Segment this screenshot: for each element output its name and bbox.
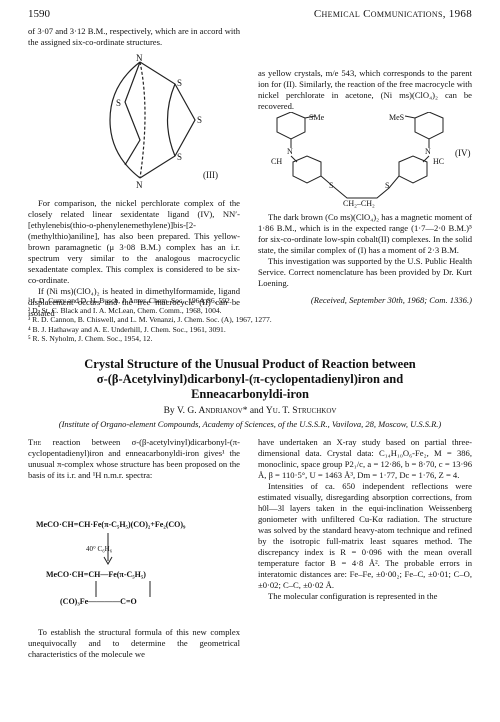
paragraph: The reaction between σ-(β-acetylvinyl)di… [28, 437, 240, 481]
equation-product-top: MeCO·CH=CH—Fe(π-C₅H₅) [46, 570, 146, 579]
reference-item: ⁵ R. S. Nyholm, J. Chem. Soc., 1954, 12. [28, 334, 153, 344]
reference-item: ³ R. D. Cannon, B. Chiswell, and L. M. V… [28, 315, 272, 325]
atom-label: CH [271, 157, 282, 166]
page-header: 1590 Chemical Communications, 1968 [28, 8, 472, 22]
atom-label: S [177, 78, 182, 88]
upper-right-column: as yellow crystals, m/e 543, which corre… [258, 68, 472, 112]
atom-label: SMe [309, 113, 325, 122]
author-name: V. G. Andrianov* [177, 406, 248, 416]
atom-label: N [287, 147, 293, 156]
paragraph: For comparison, the nickel perchlorate c… [28, 198, 240, 285]
reference-list: ¹ J. D. Curry and D. H. Busch, J. Amer. … [28, 296, 472, 344]
paragraph: of 3·07 and 3·12 B.M., respectively, whi… [28, 26, 240, 47]
page-number: 1590 [28, 8, 50, 20]
reaction-conditions: 40° C₆H₆ [86, 545, 113, 553]
title-line: Crystal Structure of the Unusual Product… [84, 357, 416, 371]
lower-right-column: have undertaken an X-ray study based on … [258, 437, 472, 602]
atom-label: N [136, 53, 143, 63]
atom-label: N [425, 147, 431, 156]
title-line: Enneacarbonyldi-iron [191, 387, 309, 401]
atom-label: MeS [389, 113, 404, 122]
lower-left-column-cont: To establish the structural formula of t… [28, 627, 240, 660]
structure-label-iv: (IV) [455, 148, 471, 158]
lower-left-column: The reaction between σ-(β-acetylvinyl)di… [28, 437, 240, 481]
equation-product-bottom: (CO)₃Fe————C=O [60, 597, 137, 606]
institution: (Institute of Organo-element Compounds, … [58, 419, 442, 429]
paragraph: The dark brown (Co ms)(ClO₄)₂ has a magn… [258, 212, 472, 255]
atom-label: N [136, 180, 143, 190]
authors-conjunction: and [249, 406, 264, 416]
paragraph: have undertaken an X-ray study based on … [258, 437, 472, 480]
paragraph: The molecular configuration is represent… [268, 591, 438, 601]
author-name: Yu. T. Struchkov [265, 406, 337, 416]
upper-right-column-cont: The dark brown (Co ms)(ClO₄)₂ has a magn… [258, 212, 472, 306]
atom-label: S [197, 115, 202, 125]
paragraph: as yellow crystals, m/e 543, which corre… [258, 68, 472, 111]
intro-text: reaction between σ-(β-acetylvinyl)dicarb… [28, 437, 240, 480]
structure-iii: N S S S S N [109, 53, 202, 190]
reference-item: ⁴ B. J. Hathaway and A. E. Underhill, J.… [28, 324, 226, 334]
equation-reactants: MeCO·CH=CH·Fe(π-C₅H₅)(CO)₂+Fe₂(CO)₉ [36, 520, 186, 529]
received-date: (Received, September 30th, 1968; Com. 13… [310, 295, 472, 305]
authors-prefix: By [163, 406, 175, 416]
product-bonds [95, 581, 151, 597]
journal-name: Chemical Communications, 1968 [313, 8, 472, 20]
atom-label: S [329, 181, 333, 190]
atom-label: S [116, 98, 121, 108]
atom-label: S [385, 181, 389, 190]
paragraph: To establish the structural formula of t… [28, 627, 240, 659]
paragraph: If (Ni ms)(ClO₄)₂ is heated in dimethylf… [28, 286, 240, 318]
author-line: By V. G. Andrianov* and Yu. T. Struchkov [28, 406, 472, 416]
reaction-arrow [103, 533, 113, 566]
structure-label-iii: (III) [203, 170, 218, 180]
reference-item: ² D. St. C. Black and I. A. McLean, Chem… [28, 305, 222, 315]
atom-label: CH₂–CH₂ [343, 199, 375, 208]
paragraph: Intensities of ca. 650 independent refle… [258, 481, 472, 590]
upper-left-column-cont: For comparison, the nickel perchlorate c… [28, 198, 240, 319]
article-title: Crystal Structure of the Unusual Product… [28, 357, 472, 402]
title-line: σ-(β-Acetylvinyl)dicarbonyl-(π-cyclopent… [96, 372, 404, 386]
reference-item: ¹ J. D. Curry and D. H. Busch, J. Amer. … [28, 296, 232, 305]
paragraph: This investigation was supported by the … [258, 256, 472, 288]
atom-label: HC [433, 157, 444, 166]
atom-label: S [177, 152, 182, 162]
lead-word: The [28, 437, 42, 447]
upper-left-column: of 3·07 and 3·12 B.M., respectively, whi… [28, 26, 240, 48]
structure-iv: SMe N CH S CH₂–CH₂ MeS N HC S [271, 112, 444, 208]
